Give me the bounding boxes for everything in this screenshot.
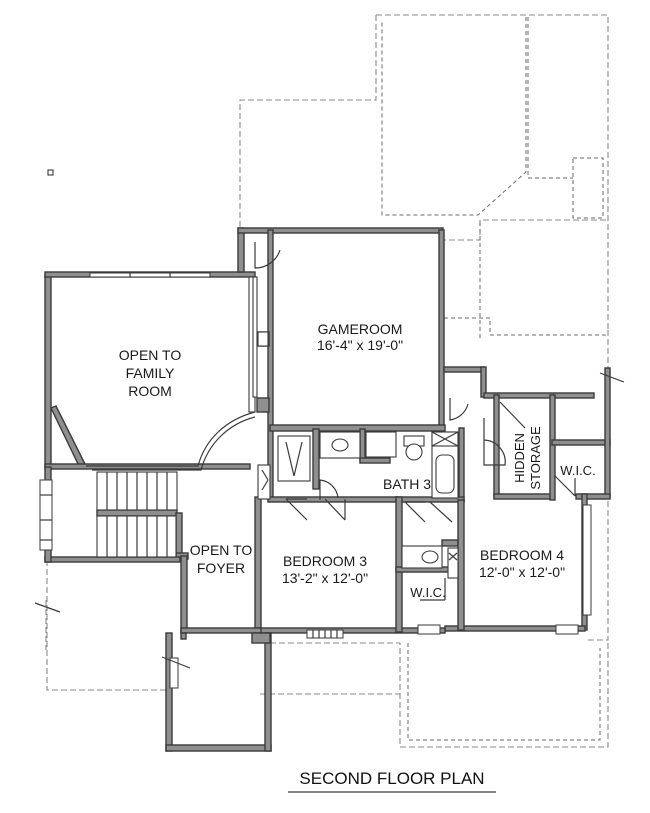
wic-bed4-label: W.I.C.: [560, 463, 595, 478]
bedroom4-size: 12'-0" x 12'-0": [479, 564, 565, 580]
room-open-foyer: OPEN TO FOYER: [190, 542, 253, 576]
open-foyer-line2: FOYER: [197, 560, 245, 576]
open-family-line2: FAMILY: [126, 365, 175, 381]
room-hidden-storage: HIDDEN STORAGE: [512, 426, 543, 490]
room-open-family: OPEN TO FAMILY ROOM: [119, 347, 182, 399]
walls: [44, 227, 611, 752]
bedroom4-label: BEDROOM 4: [480, 547, 564, 563]
open-family-line1: OPEN TO: [119, 347, 182, 363]
doors: [254, 242, 576, 601]
room-bedroom3: BEDROOM 3 13'-2" x 12'-0": [282, 553, 368, 586]
hidden-storage-line2: STORAGE: [528, 426, 543, 490]
rails: [248, 276, 271, 500]
bedroom3-label: BEDROOM 3: [283, 553, 367, 569]
plan-title: SECOND FLOOR PLAN: [299, 769, 484, 788]
balcony-rail: [86, 411, 256, 467]
open-foyer-line1: OPEN TO: [190, 542, 253, 558]
bedroom3-size: 13'-2" x 12'-0": [282, 570, 368, 586]
room-bedroom4: BEDROOM 4 12'-0" x 12'-0": [479, 547, 565, 580]
gameroom-size: 16'-4" x 19'-0": [317, 337, 403, 353]
fixtures: [257, 331, 459, 579]
gameroom-label: GAMEROOM: [318, 321, 403, 337]
open-family-line3: ROOM: [128, 383, 172, 399]
staircase: [96, 471, 178, 558]
hidden-storage-line1: HIDDEN: [512, 433, 527, 483]
wic-bed3-label: W.I.C.: [410, 585, 445, 600]
room-gameroom: GAMEROOM 16'-4" x 19'-0": [317, 321, 403, 353]
marker-square: [47, 169, 54, 176]
windows: [39, 272, 592, 689]
bath3-label: BATH 3: [383, 476, 431, 492]
